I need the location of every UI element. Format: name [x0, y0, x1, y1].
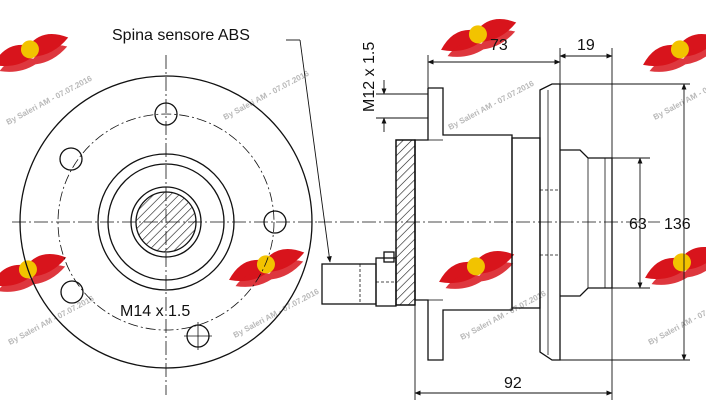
watermark-logo [435, 244, 520, 297]
bolt-hole [154, 102, 178, 126]
abs-sensor-plug [321, 263, 377, 305]
abs-sensor-label: Spina sensore ABS [112, 27, 250, 44]
sensor-tab [383, 251, 395, 263]
dim-92-value: 92 [504, 375, 522, 392]
hub-body [511, 137, 541, 309]
abs-leader-line [299, 39, 332, 263]
watermark-layer: By Saleri AM - 07.07.2016 By Saleri AM -… [0, 12, 706, 347]
flange-outer-circle [19, 75, 313, 369]
front-view [12, 55, 320, 395]
dim-63-value: 63 [629, 216, 647, 233]
watermark-logo [639, 27, 706, 80]
watermark-text: By Saleri AM - 07.07.2016 [447, 79, 536, 132]
watermark-text: By Saleri AM - 07.07.2016 [7, 294, 96, 347]
watermark-text: By Saleri AM - 07.07.2016 [459, 289, 548, 342]
dim-73-value: 73 [490, 37, 508, 54]
watermark-logo [437, 12, 522, 65]
bolt-hole [60, 280, 84, 304]
watermark-text: By Saleri AM - 07.07.2016 [647, 294, 706, 347]
watermark-text: By Saleri AM - 07.07.2016 [5, 74, 94, 127]
dim-19-value: 19 [577, 37, 595, 54]
bearing-section-outline [395, 139, 416, 306]
watermark-logo [0, 27, 74, 80]
watermark-logo [641, 240, 706, 293]
bearing-section-hatch [395, 139, 416, 306]
splined-bore-outer [130, 186, 202, 258]
hub-outer-ring [97, 153, 235, 291]
dim-136-value: 136 [664, 216, 691, 233]
thread-label-m12: M12 x 1.5 [361, 42, 378, 112]
thread-label-m14: M14 x 1.5 [120, 303, 190, 320]
splined-bore [135, 191, 197, 253]
dimension-lines [286, 39, 690, 400]
bolt-pitch-circle [57, 113, 275, 331]
bolt-hole [59, 147, 83, 171]
watermark-text: By Saleri AM - 07.07.2016 [652, 69, 706, 122]
watermark-text: By Saleri AM - 07.07.2016 [232, 287, 321, 340]
bolt-hole [263, 210, 287, 234]
watermark-text: By Saleri AM - 07.07.2016 [222, 69, 311, 122]
centering-spigot [560, 149, 613, 297]
hub-inner-ring [107, 163, 225, 281]
